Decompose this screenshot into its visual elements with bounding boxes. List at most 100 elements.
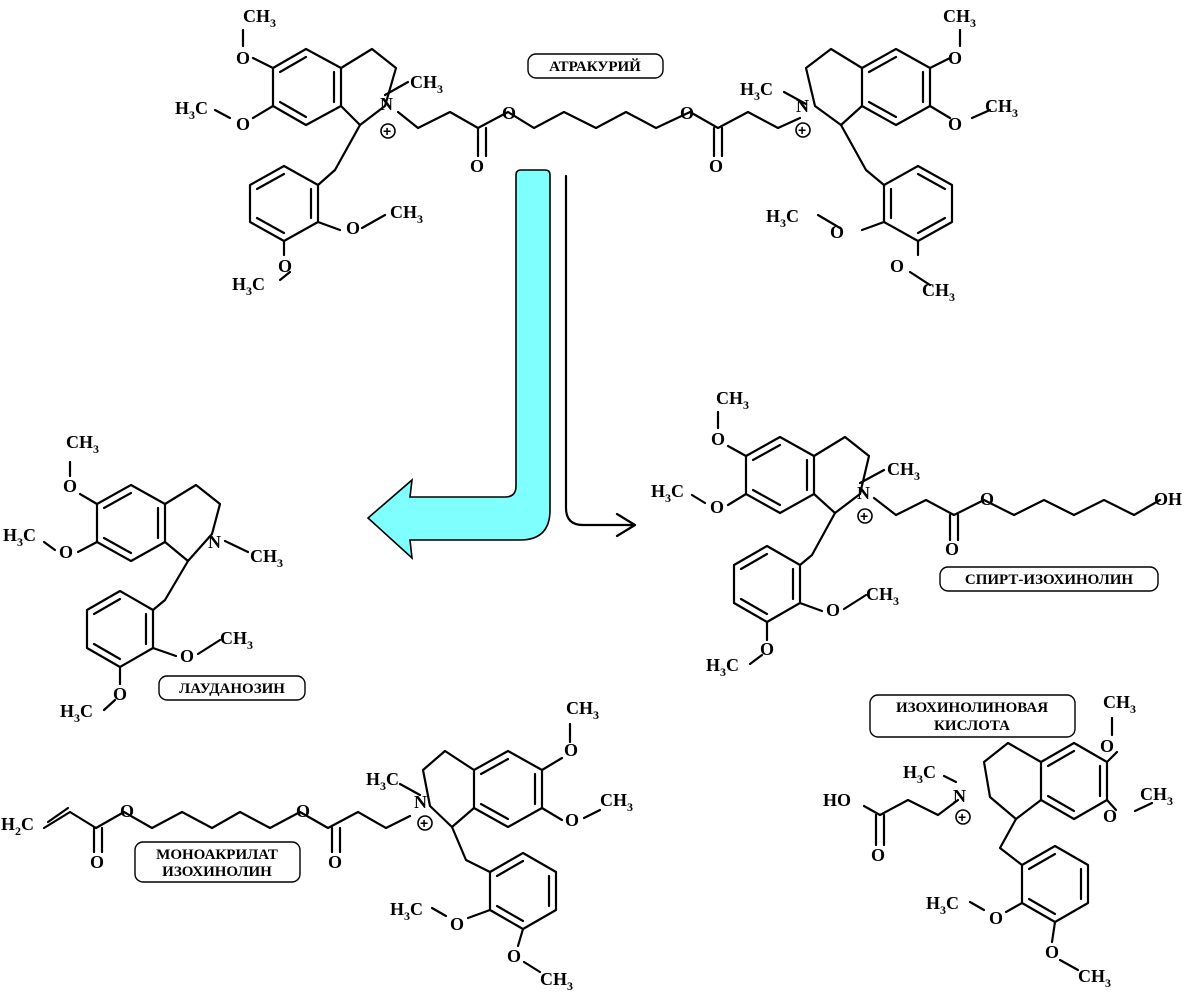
atom-label: O [346,218,360,238]
svg-text:МОНОАКРИЛАТ: МОНОАКРИЛАТ [156,847,278,863]
charge-label: + [798,122,806,138]
atom-label: O [890,256,904,276]
label-laudanosine: ЛАУДАНОЗИН [158,675,306,701]
ester-hydrolysis-arrow-icon [564,174,637,538]
positive-charge-icon [417,815,433,831]
atom-label: H3C [232,274,265,298]
atom-label: CH3 [250,546,283,570]
atom-label: H3C [766,206,799,230]
atom-label: O [680,103,694,123]
atom-label: O [502,103,516,123]
atom-label: CH3 [716,388,749,412]
monoacrylate-isoquinoline-structure: O CH3 O CH3 N H3C + H2C O O O O O H3C O … [1,698,633,993]
atom-label: O [871,845,885,865]
positive-charge-icon [955,809,971,825]
atom-label: N [414,792,427,812]
atom-label: N [857,483,870,503]
atom-label: H3C [60,701,93,725]
atom-label: CH3 [1140,784,1173,808]
charge-label: + [860,508,868,524]
laudanosine-structure: O CH3 O H3C N CH3 O CH3 O H3C [3,432,283,725]
atom-label: CH3 [243,6,276,30]
atom-label: N [208,532,221,552]
atom-label: CH3 [390,202,423,226]
atom-label: OH [1154,489,1182,509]
atom-label: O [236,114,250,134]
atom-label: O [59,542,73,562]
atom-label: O [450,914,464,934]
svg-text:ЛАУДАНОЗИН: ЛАУДАНОЗИН [179,681,285,697]
svg-text:АТРАКУРИЙ: АТРАКУРИЙ [549,58,641,75]
label-isoquinoline-acid: ИЗОХИНОЛИНОВАЯ КИСЛОТА [869,694,1076,738]
atom-label: CH3 [66,432,99,456]
atom-label: O [278,256,292,276]
svg-text:ИЗОХИНОЛИНОВАЯ: ИЗОХИНОЛИНОВАЯ [896,700,1048,716]
atom-label: O [710,497,724,517]
charge-label: + [420,815,428,831]
atom-label: O [113,684,127,704]
atom-label: HO [823,790,851,810]
atom-label: H3C [390,899,423,923]
atom-label: O [63,476,77,496]
atom-label: O [1045,942,1059,962]
atom-label: O [826,600,840,620]
label-monoacrylate-isoquinoline: МОНОАКРИЛАТ ИЗОХИНОЛИН [134,841,301,883]
svg-text:ИЗОХИНОЛИН: ИЗОХИНОЛИН [162,864,272,880]
charge-label: + [383,123,391,139]
positive-charge-icon [795,122,811,138]
atom-label: O [948,114,962,134]
atom-label: O [1103,806,1117,826]
atom-label: H3C [926,893,959,917]
atom-label: CH3 [566,698,599,722]
atom-label: N [796,96,809,116]
atom-label: CH3 [866,584,899,608]
label-atracurium: АТРАКУРИЙ [527,53,664,79]
svg-text:КИСЛОТА: КИСЛОТА [934,718,1010,734]
atom-label: O [90,852,104,872]
atom-label: CH3 [922,280,955,304]
atom-label: O [507,946,521,966]
atom-label: H3C [3,525,36,549]
atom-label: O [830,222,844,242]
atom-label: O [711,429,725,449]
atom-label: H3C [366,769,399,793]
atom-label: O [565,810,579,830]
atom-label: O [1100,736,1114,756]
atom-label: CH3 [540,969,573,993]
atom-label: H2C [1,814,34,838]
svg-text:СПИРТ-ИЗОХИНОЛИН: СПИРТ-ИЗОХИНОЛИН [965,572,1134,588]
atom-label: O [709,156,723,176]
atom-label: CH3 [985,96,1018,120]
atom-label: CH3 [887,459,920,483]
atom-label: O [945,539,959,559]
atom-label: N [953,786,966,806]
atom-label: O [989,908,1003,928]
atom-label: CH3 [943,6,976,30]
atom-label: O [180,646,194,666]
atom-label: H3C [175,98,208,122]
isoquinoline-acid-structure: O CH3 O CH3 N H3C + HO O O H3C O CH3 [823,692,1173,990]
atom-label: O [296,801,310,821]
hofmann-arrow-icon [366,169,551,561]
atom-label: H3C [740,79,773,103]
atom-label: CH3 [220,628,253,652]
atom-label: O [948,48,962,68]
atom-label: O [564,740,578,760]
atom-label: H3C [706,655,739,679]
atom-label: CH3 [1078,966,1111,990]
alcohol-isoquinoline-structure: O CH3 O H3C N CH3 + O O OH O CH3 O H3C [651,388,1182,679]
atom-label: O [760,639,774,659]
atracurium-structure: O CH3 O H3C N CH3 + O O O O N H3C + O CH… [175,6,1018,304]
atom-label: O [328,852,342,872]
atom-label: CH3 [1103,692,1136,716]
atom-label: H3C [903,762,936,786]
charge-label: + [958,809,966,825]
atom-label: N [380,94,393,114]
atom-label: O [470,156,484,176]
atom-label: O [980,489,994,509]
atom-label: H3C [651,481,684,505]
positive-charge-icon [380,123,396,139]
atom-label: O [236,48,250,68]
positive-charge-icon [857,508,873,524]
